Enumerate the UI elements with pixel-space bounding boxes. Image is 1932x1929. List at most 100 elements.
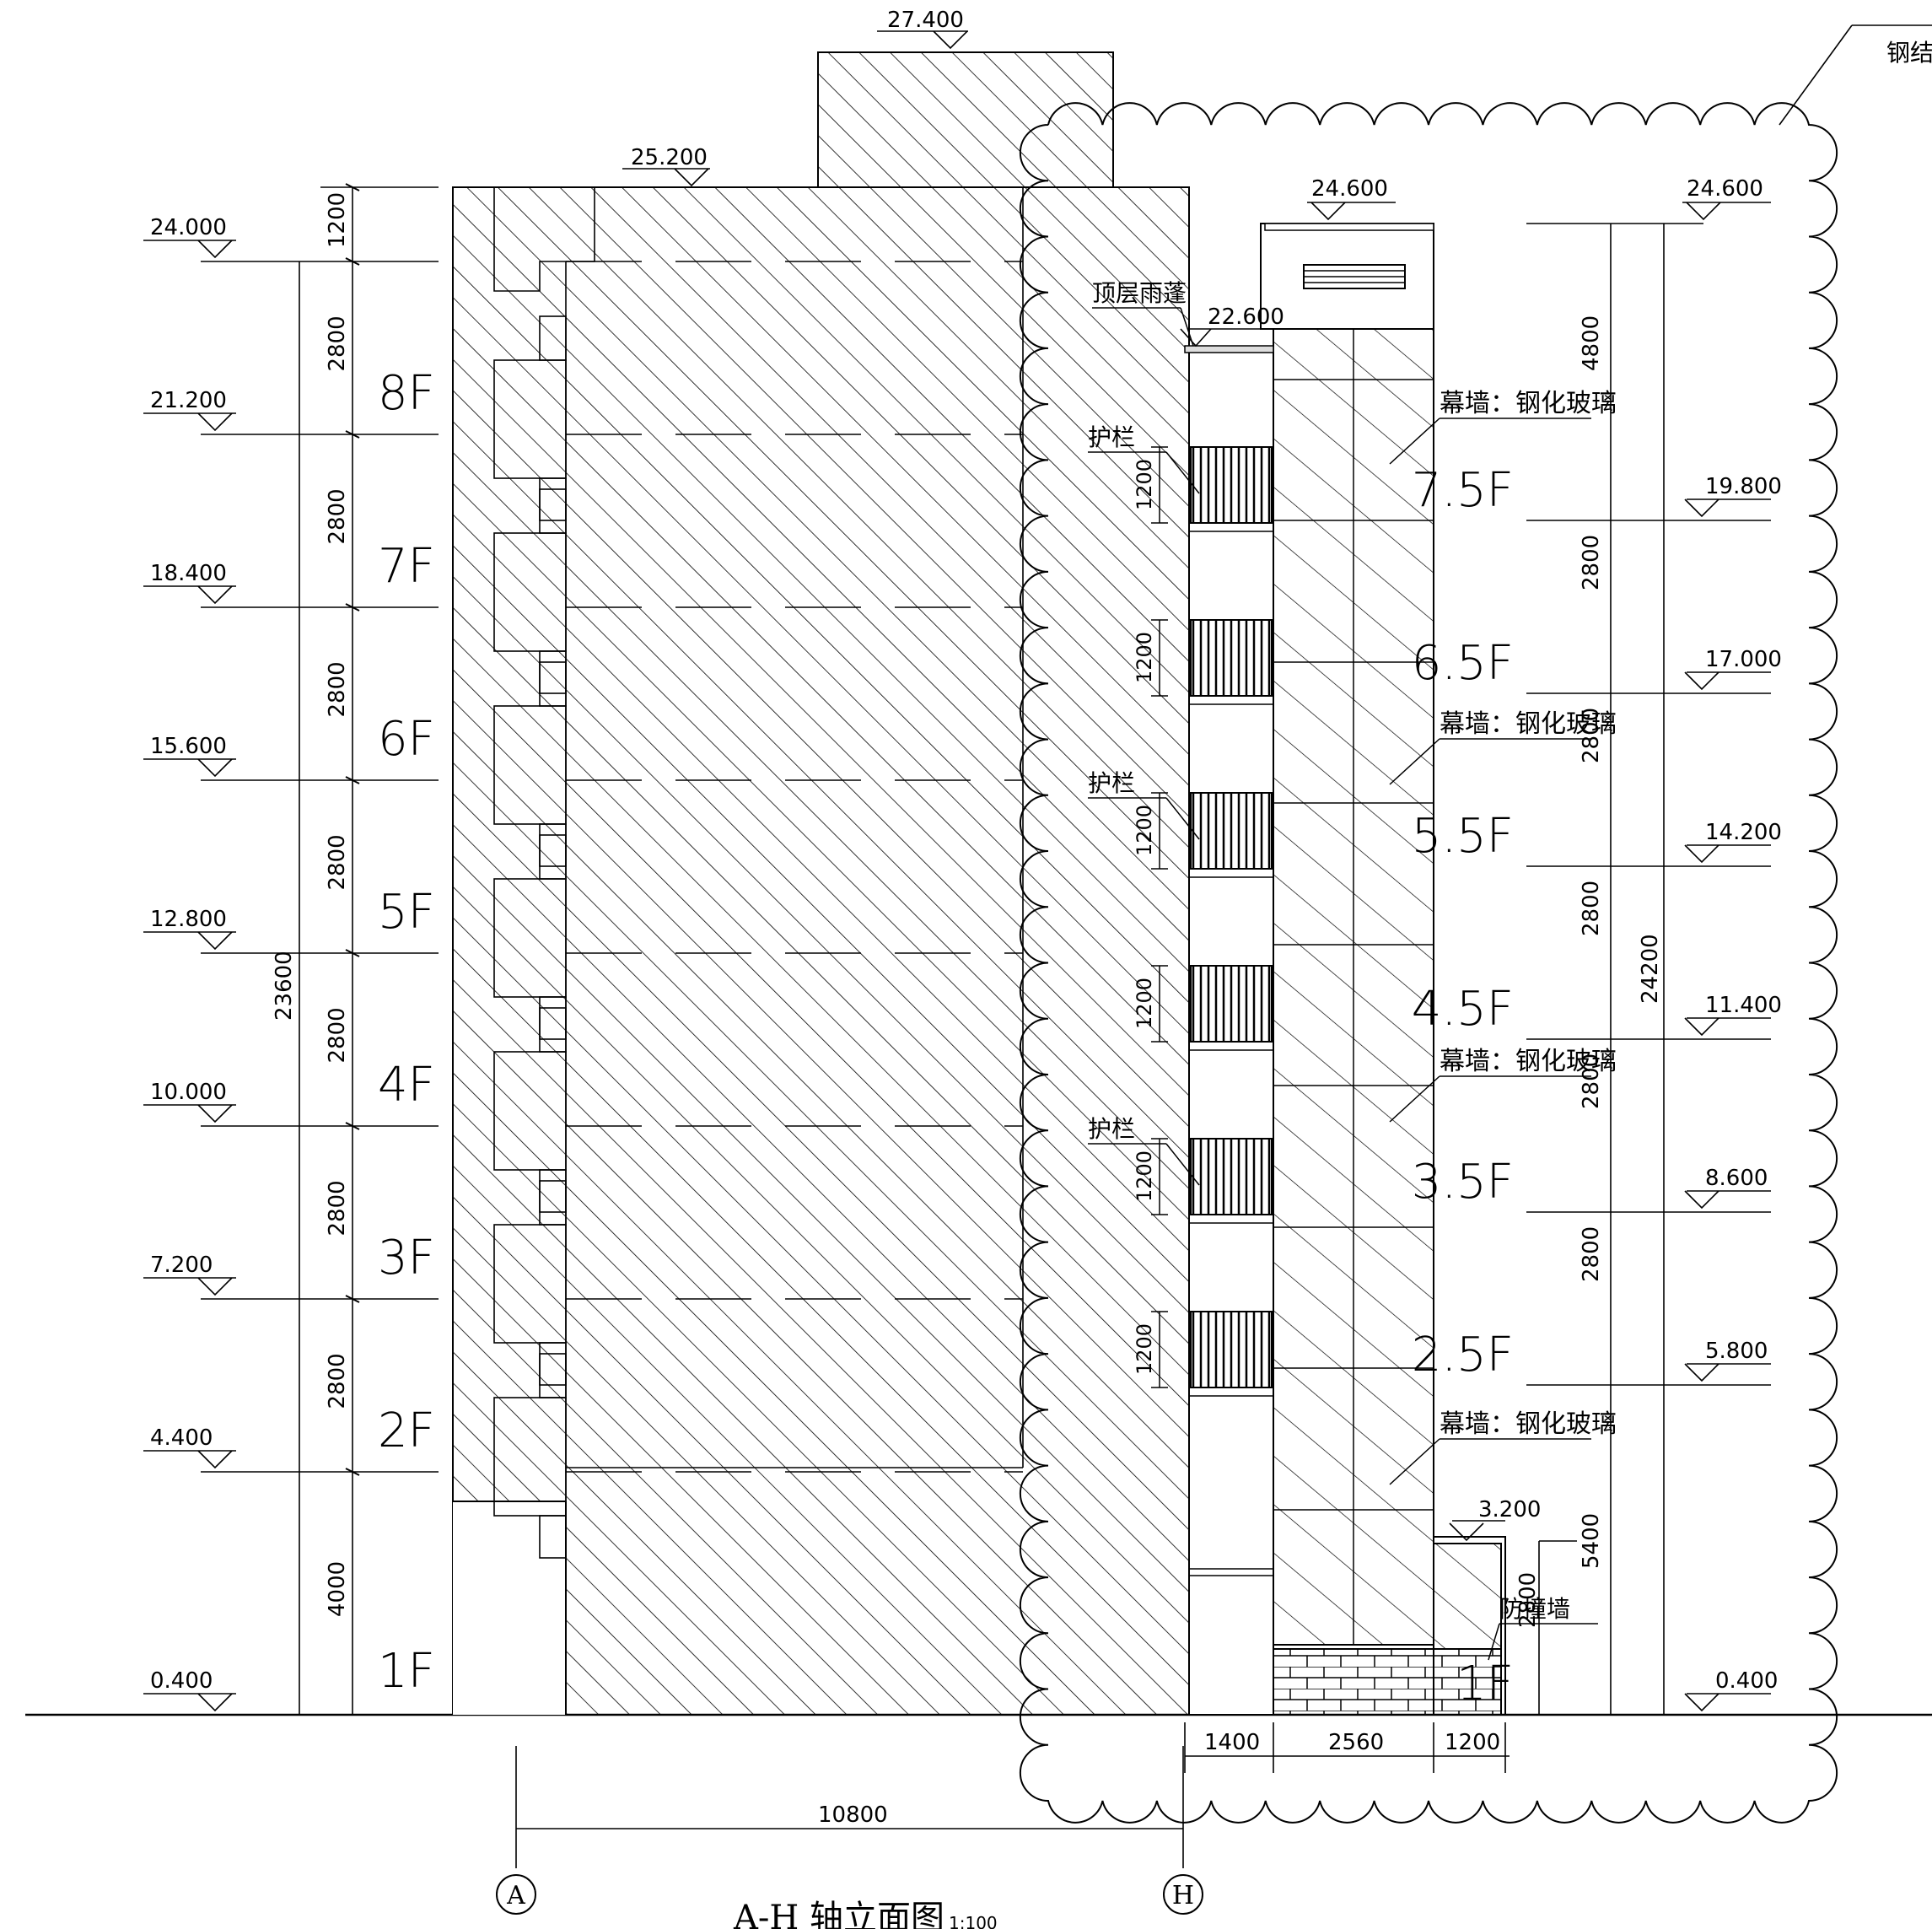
elevation-label: 24.000 <box>150 215 227 240</box>
elevation-label: 24.600 <box>1311 176 1388 202</box>
elev-mark-25200: 25.200 <box>622 145 710 187</box>
elevation-label: 14.200 <box>1705 820 1782 845</box>
roof-tower <box>817 51 1114 188</box>
drawing-title-block: A-H 轴立面图 1:100 <box>733 1899 998 1929</box>
elevation-label: 24.600 <box>1687 176 1763 202</box>
railing-height: 1200 <box>1133 978 1156 1029</box>
elevation-label: 19.800 <box>1705 474 1782 499</box>
railing <box>1190 619 1273 697</box>
axis-a-bubble: A <box>496 1874 536 1915</box>
elevation-label: 17.000 <box>1705 647 1782 672</box>
elevation-label: 7.200 <box>150 1253 213 1278</box>
elevation-label: 21.200 <box>150 388 227 413</box>
dim-segment: 2800 <box>325 488 350 544</box>
floor-label: 7.5F <box>1412 463 1514 518</box>
elevation-label: 5.800 <box>1705 1339 1768 1364</box>
label-railing: 护栏 <box>1088 1115 1135 1143</box>
floor-label: 5F <box>378 885 435 940</box>
canopy-annotation: 顶层雨蓬 22.600 <box>1092 279 1284 348</box>
railing <box>1190 792 1273 870</box>
drawing-title: A-H 轴立面图 <box>733 1899 944 1929</box>
railing-height: 1200 <box>1133 632 1156 683</box>
railing-height: 1200 <box>1133 1323 1156 1375</box>
dim-segment: 2800 <box>325 1353 350 1409</box>
floor-label: 3.5F <box>1412 1155 1514 1210</box>
dim-segment: 4000 <box>325 1561 350 1617</box>
dim-1400: 1400 <box>1204 1730 1260 1755</box>
dim-10800: 10800 <box>818 1802 888 1828</box>
top-canopy <box>1184 345 1274 353</box>
elev-22600: 22.600 <box>1208 304 1284 330</box>
left-building <box>452 51 1190 1716</box>
elevation-label: 0.400 <box>150 1668 213 1694</box>
floor-label: 4.5F <box>1412 982 1514 1037</box>
floor-label: 2.5F <box>1412 1328 1514 1382</box>
floor-label: 1F <box>378 1644 435 1699</box>
railing <box>1190 446 1273 524</box>
dim-segment: 5400 <box>1579 1513 1604 1569</box>
anti-collision-annotation: 防撞墙 <box>1488 1595 1598 1661</box>
dim-1200: 1200 <box>1445 1730 1500 1755</box>
dim-total: 23600 <box>272 951 297 1021</box>
dim-segment: 4800 <box>1579 315 1604 371</box>
floor-label: 6.5F <box>1412 636 1514 691</box>
brick-base <box>1273 1648 1502 1716</box>
elevation-label: 10.000 <box>150 1080 227 1105</box>
elev-25200: 25.200 <box>631 145 708 170</box>
label-railing: 护栏 <box>1088 423 1135 451</box>
elevation-label: 11.400 <box>1705 993 1782 1018</box>
floor-label: 5.5F <box>1412 809 1514 864</box>
dim-2560: 2560 <box>1328 1730 1384 1755</box>
dim-segment: 2800 <box>1579 881 1604 936</box>
floor-label: 1F <box>1456 1657 1514 1711</box>
axis-h-label: H <box>1172 1881 1194 1910</box>
label-steel-structure: 钢结 <box>1886 39 1932 67</box>
revision-cloud <box>1019 102 1838 1824</box>
label-railing: 护栏 <box>1088 769 1135 797</box>
dim-segment: 2800 <box>1579 1226 1604 1282</box>
balcony <box>493 1397 567 1517</box>
railing <box>1190 1138 1273 1215</box>
railing-height: 1200 <box>1133 805 1156 856</box>
louver-icon <box>1303 264 1406 289</box>
drawing-scale: 1:100 <box>949 1913 998 1929</box>
dim-segment: 1200 <box>325 192 350 248</box>
balcony <box>493 1051 567 1171</box>
balcony <box>493 878 567 998</box>
anti-collision-wall <box>1433 1543 1502 1650</box>
bottom-dimensions: 1400 2560 1200 10800 <box>515 1722 1510 1868</box>
stair-column <box>1188 349 1274 1716</box>
label-top-canopy: 顶层雨蓬 <box>1092 279 1187 307</box>
elevation-label: 18.400 <box>150 561 227 586</box>
main-facade <box>452 186 1190 1716</box>
floor-label: 4F <box>378 1058 435 1113</box>
balcony <box>493 532 567 652</box>
elev-27400: 27.400 <box>887 8 964 33</box>
elev-mark-27400: 27.400 <box>877 8 968 50</box>
elevation-label: 15.600 <box>150 734 227 759</box>
railing-height: 1200 <box>1133 1150 1156 1202</box>
label-anti-collision: 防撞墙 <box>1499 1595 1570 1623</box>
dim-segment: 2800 <box>1579 1053 1604 1109</box>
elevation-label: 12.800 <box>150 907 227 932</box>
railing <box>1190 1311 1273 1388</box>
balcony <box>493 705 567 825</box>
floor-label: 7F <box>378 539 435 594</box>
elevation-label: 4.400 <box>150 1425 213 1451</box>
dim-segment: 2800 <box>325 661 350 717</box>
axis-h-bubble: H <box>1163 1874 1203 1915</box>
elevation-label: 0.400 <box>1715 1668 1778 1694</box>
label-curtain-wall: 幕墙：钢化玻璃 <box>1440 1047 1617 1076</box>
label-curtain-wall: 幕墙：钢化玻璃 <box>1440 1409 1617 1439</box>
floor-label: 2F <box>378 1404 435 1458</box>
dim-segment: 2800 <box>325 834 350 890</box>
elev-3200: 3.200 <box>1478 1497 1541 1522</box>
curtain-wall <box>1184 223 1506 1716</box>
dim-segment: 2800 <box>325 1180 350 1236</box>
dim-segment: 2800 <box>325 315 350 371</box>
dim-segment: 2800 <box>1579 535 1604 590</box>
label-curtain-wall: 幕墙：钢化玻璃 <box>1440 709 1617 739</box>
